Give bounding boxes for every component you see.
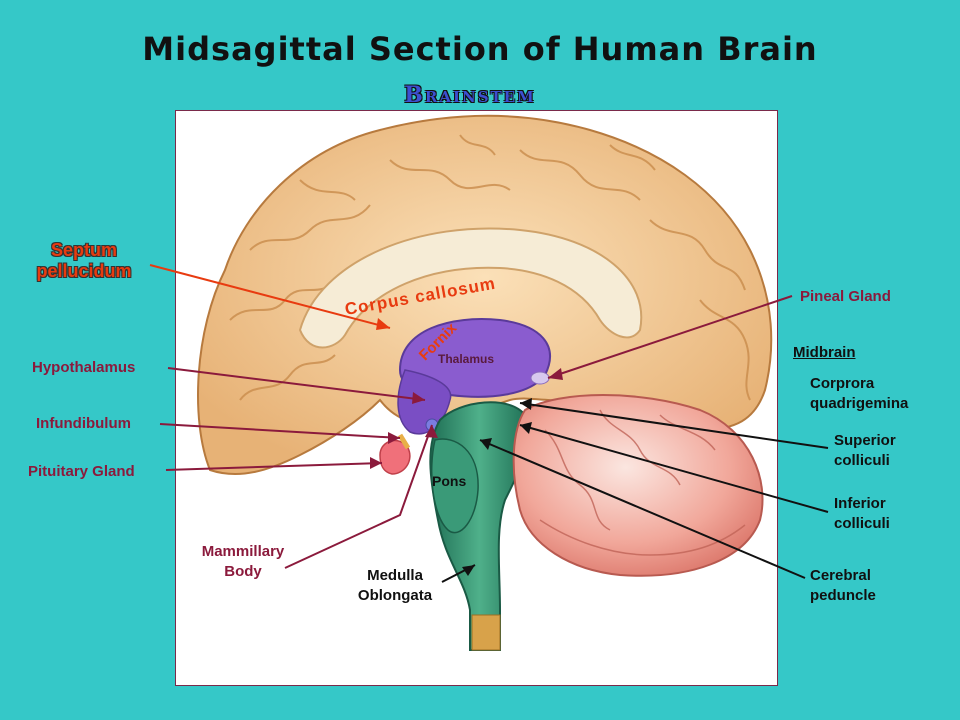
septum-line2: pellucidum bbox=[36, 261, 132, 281]
pineal-label: Pineal Gland bbox=[800, 288, 891, 305]
superior-leader bbox=[519, 402, 829, 449]
spinal-cord-shape bbox=[471, 614, 501, 651]
mammillary-line2: Body bbox=[224, 563, 262, 580]
septum-label: Septum pellucidum bbox=[24, 240, 144, 282]
medulla-line1: Medulla bbox=[367, 567, 423, 584]
cerebrum-shape bbox=[197, 114, 773, 476]
corpora-line1: Corprora bbox=[810, 375, 875, 392]
pituitary-label: Pituitary Gland bbox=[28, 463, 135, 480]
septum-leader bbox=[149, 264, 391, 329]
hypothalamus-label: Hypothalamus bbox=[32, 359, 136, 376]
mammillary-label: Mammillary Body bbox=[188, 542, 298, 582]
medulla-line2: Oblongata bbox=[357, 587, 433, 604]
mammillary-leader bbox=[284, 424, 433, 569]
cerebral-leader bbox=[479, 439, 806, 579]
pons-bulge bbox=[430, 438, 479, 534]
superior-label: Superior colliculi bbox=[834, 431, 896, 471]
infundibulum-leader bbox=[159, 423, 401, 439]
pons-label: Pons bbox=[432, 473, 466, 489]
page-title: Midsagittal Section of Human Brain bbox=[142, 30, 818, 68]
cerebellum-folia bbox=[539, 409, 746, 556]
infundibulum-shape bbox=[397, 433, 411, 450]
gyri bbox=[229, 134, 751, 401]
cerebral-line2: peduncle bbox=[810, 587, 876, 604]
superior-line1: Superior bbox=[834, 432, 896, 449]
arrow-heads bbox=[370, 318, 563, 576]
hypothalamus-leader bbox=[167, 367, 426, 401]
corpora-label: Corprora quadrigemina bbox=[810, 374, 908, 414]
medulla-label: Medulla Oblongata bbox=[340, 566, 450, 606]
mammillary-line1: Mammillary bbox=[201, 543, 285, 560]
inferior-line1: Inferior bbox=[834, 495, 886, 512]
leader-lines bbox=[149, 264, 829, 583]
pineal-shape bbox=[530, 371, 550, 385]
superior-line2: colliculi bbox=[834, 452, 890, 469]
inferior-line2: colliculi bbox=[834, 515, 890, 532]
cerebral-label: Cerebral peduncle bbox=[810, 566, 876, 606]
cerebral-line1: Cerebral bbox=[810, 567, 871, 584]
midbrain-label: Midbrain bbox=[793, 344, 856, 361]
inferior-label: Inferior colliculi bbox=[834, 494, 890, 534]
thalamus-label: Thalamus bbox=[438, 352, 494, 366]
page-subtitle: Brainstem bbox=[404, 82, 536, 108]
inferior-leader bbox=[519, 424, 829, 513]
corpora-line2: quadrigemina bbox=[810, 395, 909, 412]
pituitary-leader bbox=[165, 462, 383, 471]
infundibulum-label: Infundibulum bbox=[36, 415, 131, 432]
pineal-leader bbox=[547, 295, 793, 379]
corpus-callosum-shape bbox=[298, 227, 643, 349]
septum-line1: Septum bbox=[50, 240, 117, 260]
